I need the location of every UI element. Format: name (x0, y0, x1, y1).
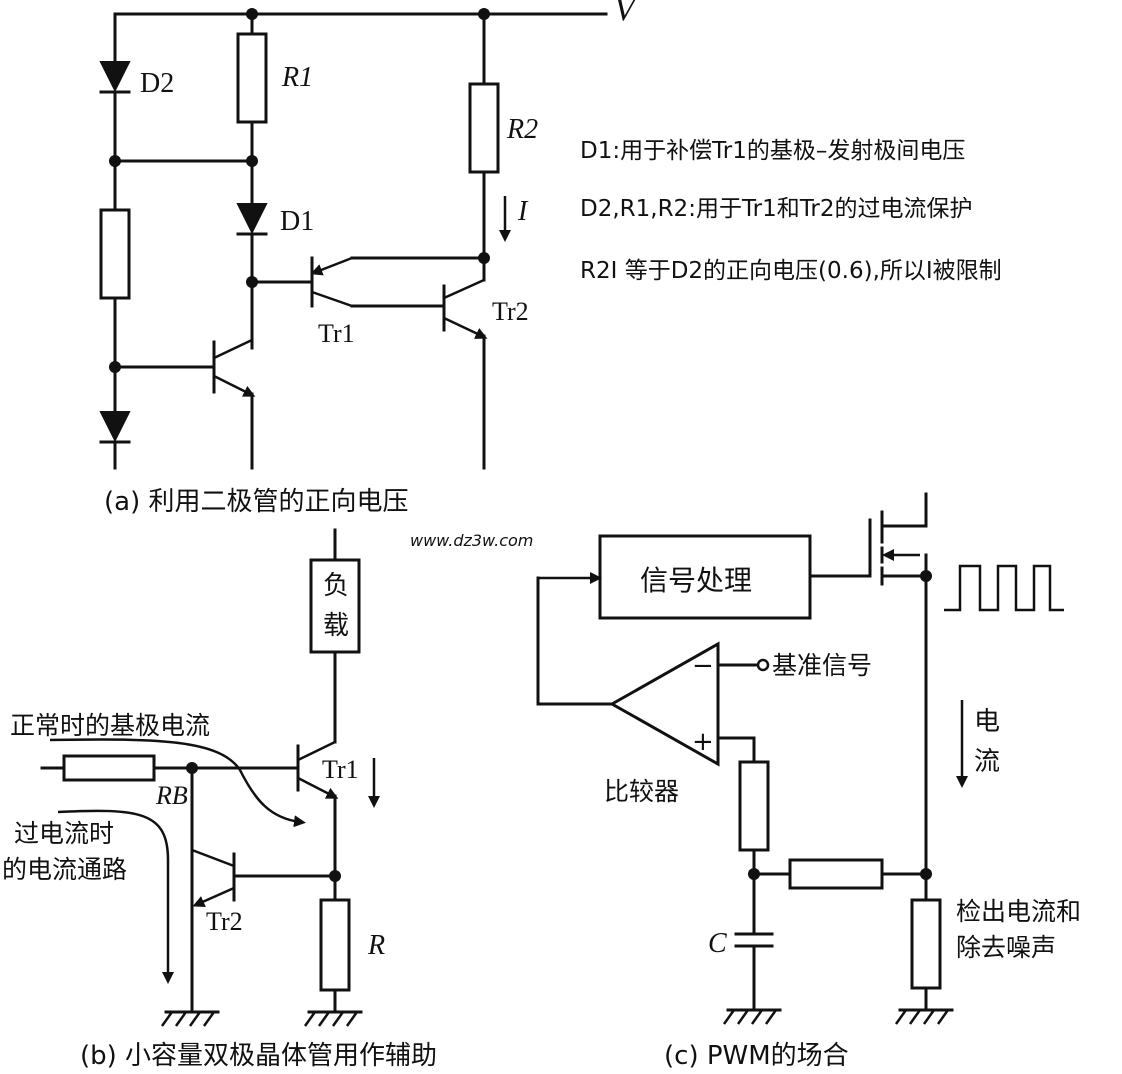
tr1-label: Tr1 (318, 319, 355, 348)
b-r-label: R (367, 930, 385, 961)
reference-signal-label: 基准信号 (772, 651, 872, 680)
reference-terminal (756, 658, 770, 672)
r2-resistor (468, 82, 500, 174)
d1-diode-symbol (236, 203, 268, 235)
current-i-label: I (517, 196, 529, 227)
load-label-1: 负 (323, 571, 349, 601)
comparator-label: 比较器 (604, 777, 679, 806)
overcurrent-path-label-2: 的电流通路 (2, 855, 127, 884)
sense-label-1: 检出电流和 (956, 897, 1081, 926)
signal-processing-label: 信号处理 (640, 564, 752, 597)
watermark: www.dz3w.com (410, 531, 533, 550)
r1-label: R1 (281, 62, 313, 93)
caption-b: (b) 小容量双极晶体管用作辅助 (80, 1041, 437, 1071)
d2-diode-symbol (99, 61, 131, 93)
sense-resistor (910, 898, 942, 990)
r1-resistor (236, 32, 268, 124)
r2-label: R2 (506, 114, 538, 145)
part-b-circuit (40, 528, 380, 1027)
d1-label: D1 (280, 206, 314, 237)
comparator-symbol (608, 641, 720, 767)
supply-label: V (614, 0, 639, 28)
current-label-2: 流 (974, 747, 1000, 777)
series-resistor (788, 858, 884, 890)
normal-base-current-label: 正常时的基极电流 (10, 711, 210, 740)
rb-resistor (62, 754, 156, 782)
tr2-label: Tr2 (492, 297, 529, 326)
comparator-plus: + (692, 727, 714, 757)
note-line-1: D1:用于补偿Tr1的基极–发射极间电压 (580, 138, 965, 164)
load-label-2: 载 (323, 611, 349, 641)
caption-a: (a) 利用二极管的正向电压 (104, 487, 409, 517)
note-line-2: D2,R1,R2:用于Tr1和Tr2的过电流保护 (580, 196, 972, 222)
rb-label: RB (155, 781, 188, 810)
caption-c: (c) PWM的场合 (664, 1041, 849, 1071)
comparator-minus: − (692, 651, 714, 681)
d2-label: D2 (140, 68, 174, 99)
capacitor-label: C (708, 928, 727, 959)
bottom-diode-symbol (99, 411, 131, 443)
b-tr2-label: Tr2 (206, 907, 243, 936)
overcurrent-path-label-1: 过电流时 (14, 819, 114, 848)
current-label-1: 电 (974, 707, 1000, 737)
pwm-waveform (944, 564, 1064, 612)
left-resistor (99, 208, 131, 300)
part-c-circuit (536, 492, 1064, 1025)
note-line-3: R2I 等于D2的正向电压(0.6),所以I被限制 (580, 258, 1002, 284)
r-resistor (319, 898, 351, 992)
sense-label-2: 除去噪声 (956, 933, 1056, 962)
filter-resistor (738, 760, 770, 852)
b-tr1-label: Tr1 (322, 755, 359, 784)
part-a-circuit (99, 8, 608, 470)
load-box (309, 558, 361, 654)
